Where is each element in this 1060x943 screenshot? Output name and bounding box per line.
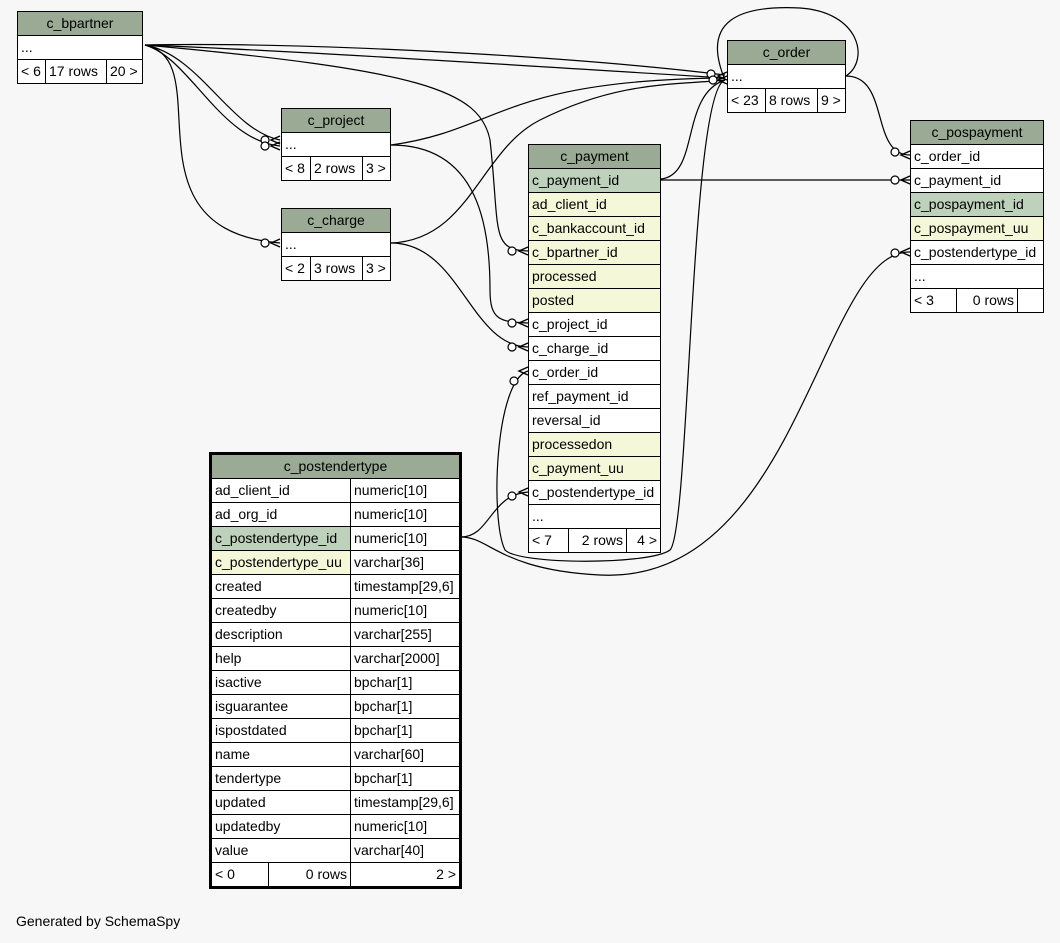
- column-row[interactable]: c_payment_id: [911, 169, 1043, 193]
- table-title[interactable]: c_project: [282, 109, 390, 133]
- parents-count[interactable]: < 6: [18, 60, 46, 83]
- table-c-project[interactable]: c_project ... < 8 2 rows 3 >: [281, 108, 391, 181]
- table-title[interactable]: c_pospayment: [911, 121, 1043, 145]
- table-footer: < 2 3 rows 3 >: [282, 257, 390, 280]
- children-count[interactable]: [1018, 289, 1043, 312]
- column-row[interactable]: c_postendertype_id: [529, 481, 660, 505]
- column-row[interactable]: c_payment_id: [529, 169, 660, 193]
- table-title[interactable]: c_charge: [282, 209, 390, 233]
- parents-count[interactable]: < 2: [282, 257, 311, 280]
- parents-count[interactable]: < 23: [728, 89, 766, 112]
- parents-count[interactable]: < 8: [282, 157, 311, 180]
- column-row[interactable]: ...: [282, 133, 390, 157]
- column-row[interactable]: c_bankaccount_id: [529, 217, 660, 241]
- column-row[interactable]: c_bpartner_id: [529, 241, 660, 265]
- column-row[interactable]: c_order_id: [529, 361, 660, 385]
- column-row[interactable]: processed: [529, 265, 660, 289]
- column-row[interactable]: processedon: [529, 433, 660, 457]
- edge-bpartner-charge: [144, 44, 281, 244]
- table-title[interactable]: c_bpartner: [18, 12, 142, 36]
- column-row[interactable]: c_pospayment_uu: [911, 217, 1043, 241]
- column-row[interactable]: c_pospayment_id: [911, 193, 1043, 217]
- children-count[interactable]: 3 >: [366, 160, 386, 176]
- table-footer: < 23 8 rows 9 >: [728, 89, 845, 112]
- row-count: 2 rows: [569, 529, 627, 552]
- table-c-order[interactable]: c_order ... < 23 8 rows 9 >: [727, 40, 846, 113]
- table-footer: < 6 17 rows 20 >: [18, 60, 142, 83]
- edge-project-order: [390, 77, 726, 146]
- children-count[interactable]: 3 >: [366, 260, 386, 276]
- table-c-charge[interactable]: c_charge ... < 2 3 rows 3 >: [281, 208, 391, 281]
- children-count[interactable]: 20 >: [110, 63, 138, 79]
- table-title[interactable]: c_postendertype: [212, 455, 459, 479]
- column-row[interactable]: ad_client_id: [529, 193, 660, 217]
- table-c-bpartner[interactable]: c_bpartner ... < 6 17 rows 20 >: [17, 11, 143, 84]
- column-row[interactable]: c_project_id: [529, 313, 660, 337]
- column-row[interactable]: ...: [529, 505, 660, 529]
- column-row[interactable]: posted: [529, 289, 660, 313]
- row-count: 0 rows: [269, 863, 351, 886]
- table-c-pospayment[interactable]: c_pospayment c_order_id c_payment_id c_p…: [910, 120, 1044, 313]
- column-row[interactable]: c_order_id: [911, 145, 1043, 169]
- column-row[interactable]: ...: [282, 233, 390, 257]
- edge-bpartner-project: [144, 44, 281, 141]
- row-count: 3 rows: [311, 257, 363, 280]
- table-footer: < 3 0 rows: [911, 289, 1043, 312]
- edge-payment-order: [660, 79, 726, 180]
- column-row[interactable]: c_charge_id: [529, 337, 660, 361]
- row-count: 0 rows: [957, 289, 1018, 312]
- table-title[interactable]: c_payment: [529, 145, 660, 169]
- column-row[interactable]: reversal_id: [529, 409, 660, 433]
- edge-bpartner-project-2: [144, 44, 281, 147]
- table-c-payment[interactable]: c_payment c_payment_id ad_client_id c_ba…: [528, 144, 661, 553]
- table-title[interactable]: c_order: [728, 41, 845, 65]
- parents-count[interactable]: < 7: [529, 529, 569, 552]
- parents-count[interactable]: < 0: [212, 863, 269, 886]
- table-footer: < 8 2 rows 3 >: [282, 157, 390, 180]
- parents-count[interactable]: < 3: [911, 289, 957, 312]
- row-count: 8 rows: [766, 89, 818, 112]
- column-row[interactable]: c_payment_uu: [529, 457, 660, 481]
- edge-bpartner-order-2: [144, 44, 726, 79]
- generated-by-note: Generated by SchemaSpy: [16, 913, 181, 929]
- edge-postendertype-payment: [460, 491, 529, 538]
- column-row[interactable]: ...: [911, 265, 1043, 289]
- edge-project-payment: [390, 144, 529, 324]
- table-footer: < 0 0 rows 2 >: [212, 863, 459, 886]
- column-row[interactable]: ...: [728, 65, 845, 89]
- edge-charge-payment: [390, 242, 529, 348]
- children-count[interactable]: 9 >: [821, 92, 841, 108]
- column-row[interactable]: ref_payment_id: [529, 385, 660, 409]
- edge-order-pospayment: [845, 75, 911, 156]
- column-row[interactable]: c_postendertype_id: [911, 241, 1043, 265]
- row-count: 17 rows: [46, 60, 107, 83]
- table-footer: < 7 2 rows 4 >: [529, 529, 660, 552]
- row-count: 2 rows: [311, 157, 363, 180]
- column-row[interactable]: ...: [18, 36, 142, 60]
- edge-bpartner-order: [144, 43, 726, 76]
- children-count[interactable]: 2 >: [436, 866, 456, 882]
- children-count[interactable]: 4 >: [637, 532, 657, 548]
